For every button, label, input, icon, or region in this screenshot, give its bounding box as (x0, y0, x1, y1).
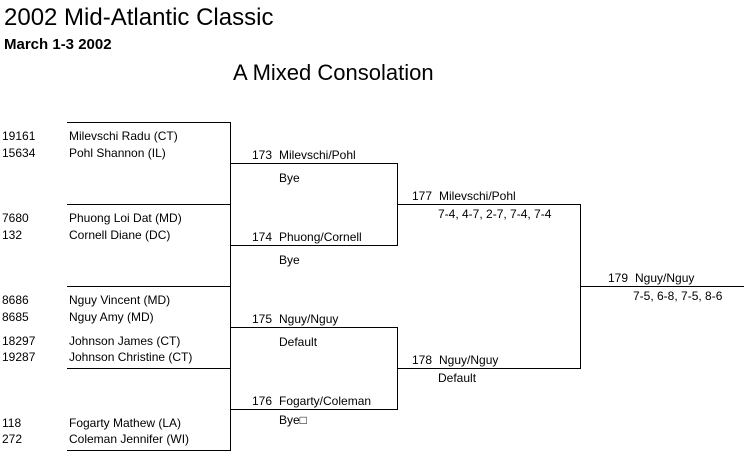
seed-number: 15634 (2, 146, 36, 160)
bracket-line (580, 286, 744, 287)
seed-number: 118 (2, 416, 22, 430)
bracket-line (67, 368, 231, 369)
match-winner: Milevschi/Pohl (279, 148, 356, 162)
bracket-line (230, 327, 231, 368)
match-winner: Milevschi/Pohl (439, 189, 516, 203)
match-winner: Nguy/Nguy (439, 353, 499, 367)
bracket-line (397, 368, 581, 369)
seed-number: 19287 (2, 350, 36, 364)
bracket-line (230, 245, 231, 286)
seed-number: 7680 (2, 211, 29, 225)
match-number: 177 (412, 189, 433, 203)
seed-number: 8685 (2, 310, 29, 324)
match-number: 176 (252, 394, 273, 408)
match-result: Bye (279, 171, 300, 185)
bracket-line (397, 204, 581, 205)
bracket-line (230, 286, 231, 327)
seed-number: 272 (2, 432, 23, 446)
match-winner: Nguy/Nguy (279, 312, 339, 326)
match-number: 174 (252, 230, 273, 244)
match-result: Bye□ (279, 413, 307, 427)
bracket-line (67, 204, 231, 205)
seed-number: 18297 (2, 334, 36, 348)
match-winner: Fogarty/Coleman (279, 394, 372, 408)
bracket-line (230, 368, 231, 409)
bracket-line (230, 204, 231, 245)
bracket-line (230, 163, 231, 204)
final-winner: Nguy/Nguy (635, 271, 695, 285)
match-score: 7-4, 4-7, 2-7, 7-4, 7-4 (438, 207, 552, 221)
player-name: Nguy Amy (MD) (69, 310, 154, 324)
player-name: Milevschi Radu (CT) (69, 129, 178, 143)
bracket-line (230, 245, 398, 246)
final-score: 7-5, 6-8, 7-5, 8-6 (633, 289, 723, 303)
tournament-dates: March 1-3 2002 (4, 36, 112, 53)
bracket-line (67, 122, 231, 123)
bracket-line (230, 409, 231, 450)
player-name: Fogarty Mathew (LA) (69, 416, 182, 430)
bracket-line (67, 450, 231, 451)
player-name: Pohl Shannon (IL) (69, 146, 166, 160)
tournament-title: 2002 Mid-Atlantic Classic (4, 4, 274, 31)
bracket-line (230, 327, 398, 328)
bracket-line (230, 122, 231, 163)
bracket-line (230, 163, 398, 164)
match-number: 179 (608, 271, 629, 285)
player-name: Cornell Diane (DC) (69, 228, 171, 242)
match-winner: Phuong/Cornell (279, 230, 362, 244)
player-name: Phuong Loi Dat (MD) (69, 211, 182, 225)
player-name: Coleman Jennifer (WI) (69, 432, 190, 446)
match-result: Bye (279, 253, 300, 267)
seed-number: 132 (2, 228, 23, 242)
bracket-line (67, 286, 231, 287)
match-number: 173 (252, 148, 273, 162)
match-number: 178 (412, 353, 433, 367)
seed-number: 19161 (2, 129, 36, 143)
player-name: Johnson James (CT) (69, 334, 181, 348)
match-number: 175 (252, 312, 273, 326)
match-result: Default (438, 371, 477, 385)
player-name: Johnson Christine (CT) (69, 350, 193, 364)
match-result: Default (279, 335, 318, 349)
bracket-line (230, 409, 398, 410)
seed-number: 8686 (2, 293, 29, 307)
draw-name: A Mixed Consolation (233, 60, 434, 85)
player-name: Nguy Vincent (MD) (69, 293, 171, 307)
